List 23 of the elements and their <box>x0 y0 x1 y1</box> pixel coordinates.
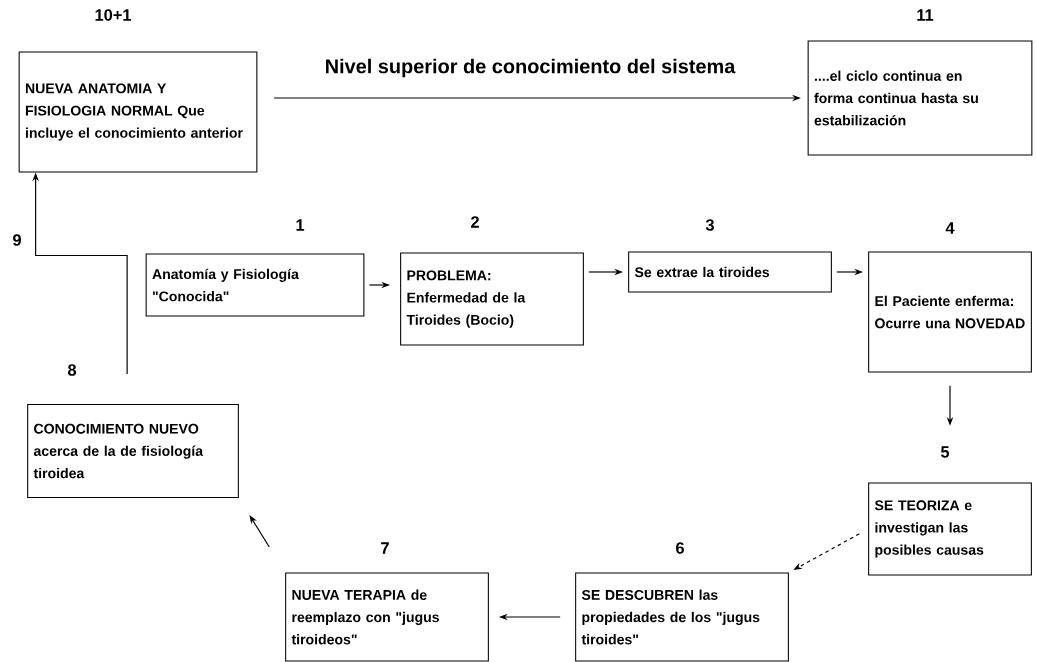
step-number: 2 <box>471 216 479 228</box>
step-number: 1 <box>296 219 305 231</box>
step-number: 3 <box>705 219 714 231</box>
edge-label: Nivel superior de conocimiento del sistema <box>326 58 736 78</box>
edge-label: 9 <box>13 234 21 246</box>
arrow <box>249 515 270 548</box>
step-number: 10+1 <box>95 9 132 21</box>
process-box: Anatomía y Fisiología "Conocida" <box>145 253 365 317</box>
process-box: Se extrae la tiroides <box>628 251 832 293</box>
process-box: CONOCIMIENTO NUEVO acerca de la de fisiología tiroidea <box>27 403 239 498</box>
step-number: 11 <box>917 9 934 21</box>
process-box: PROBLEMA: Enfermedad de la Tiroides (Bocio) <box>400 252 584 346</box>
process-box: NUEVA ANATOMIA Y FISIOLOGIA NORMAL Que incluye el conocimiento anterior <box>18 51 258 173</box>
step-number: 8 <box>67 364 77 376</box>
process-box: ....el ciclo continua en forma continua hasta su estabilización <box>807 40 1033 156</box>
process-box: El Paciente enferma: Ocurre una NOVEDAD <box>868 251 1032 373</box>
step-number: 6 <box>676 542 684 554</box>
step-number: 7 <box>381 542 389 554</box>
process-box: SE TEORIZA e investigan las posibles causas <box>868 482 1032 576</box>
step-number: 5 <box>940 446 950 458</box>
process-box: SE DESCUBREN las propiedades de los "jugus tiroides" <box>575 572 789 662</box>
process-box: NUEVA TERAPIA de reemplazo con "jugus tiroideos" <box>285 572 489 662</box>
step-number: 4 <box>945 222 955 234</box>
